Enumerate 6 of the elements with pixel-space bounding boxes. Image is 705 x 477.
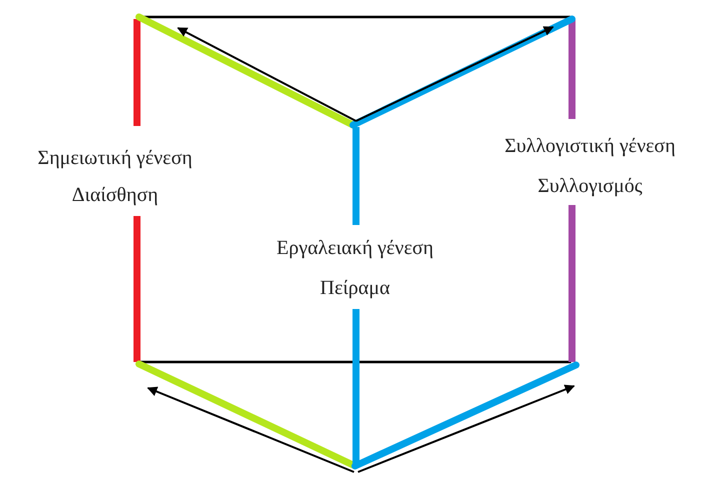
genesis-label: Σημειωτική γένεση: [38, 146, 192, 170]
component-label: Συλλογισμός: [538, 174, 642, 198]
genesis-label: Συλλογιστική γένεση: [504, 134, 676, 158]
genesis-label: Εργαλειακή γένεση: [276, 236, 434, 260]
component-label: Πείραμα: [320, 276, 390, 300]
component-label: Διαίσθηση: [72, 183, 158, 207]
